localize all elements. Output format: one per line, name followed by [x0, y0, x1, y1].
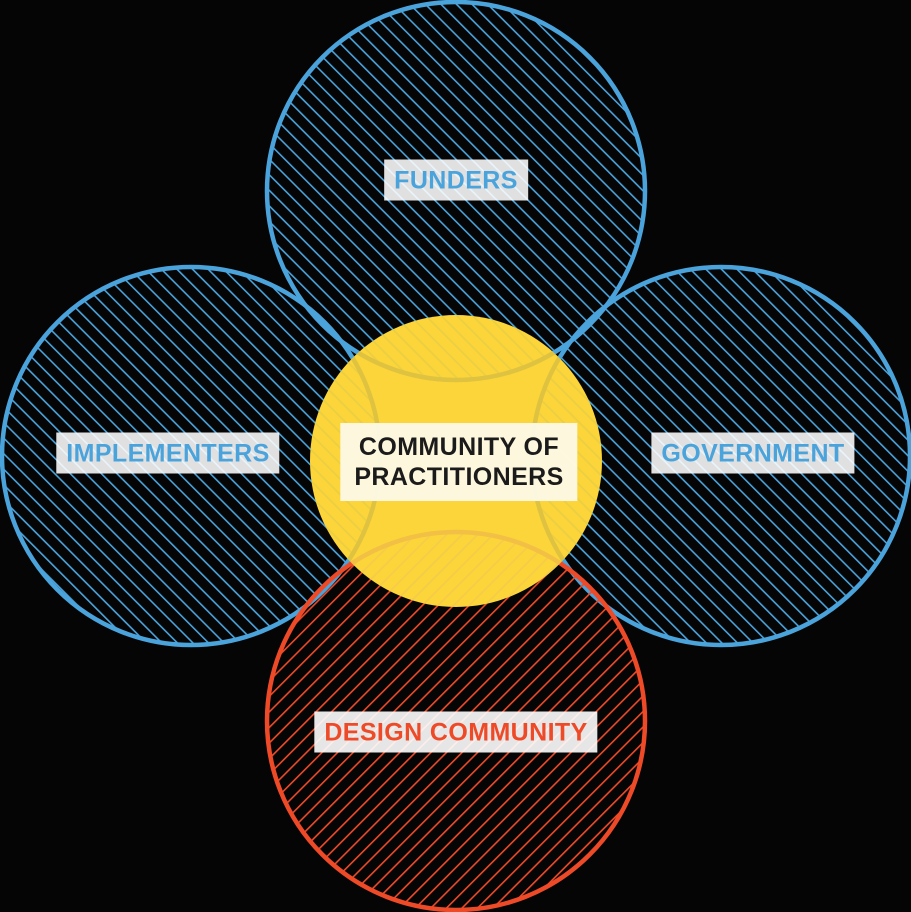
- label-implementers: IMPLEMENTERS: [56, 432, 280, 474]
- label-funders-text: FUNDERS: [384, 159, 528, 201]
- label-design-community-text: DESIGN COMMUNITY: [314, 711, 598, 753]
- label-implementers-text: IMPLEMENTERS: [56, 432, 280, 474]
- center-label-line-1: COMMUNITY OF: [358, 433, 560, 461]
- label-government: GOVERNMENT: [651, 432, 855, 474]
- label-community-of-practitioners: COMMUNITY OF PRACTITIONERS: [340, 423, 578, 501]
- label-funders: FUNDERS: [384, 159, 528, 201]
- center-label-line-2: PRACTITIONERS: [354, 462, 564, 491]
- label-community-of-practitioners-text: COMMUNITY OF PRACTITIONERS: [340, 423, 578, 501]
- label-design-community: DESIGN COMMUNITY: [314, 711, 598, 753]
- label-government-text: GOVERNMENT: [651, 432, 855, 474]
